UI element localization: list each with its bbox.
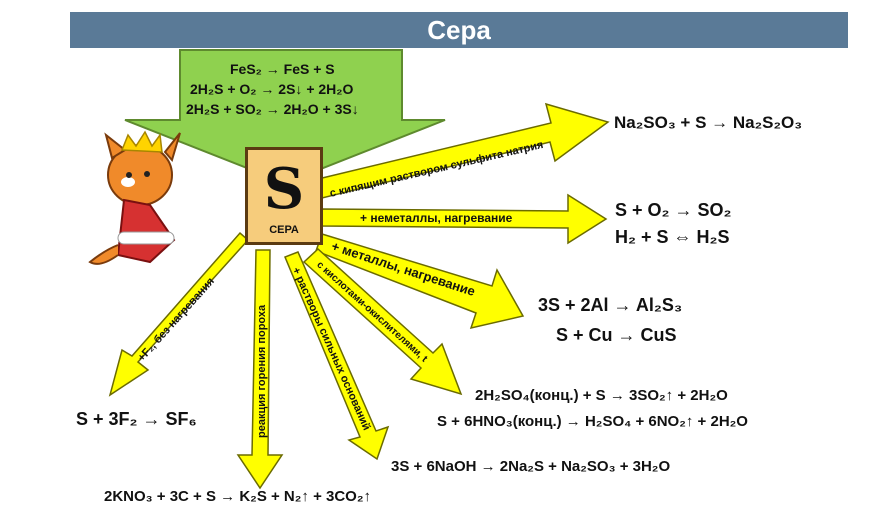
arrow-acids [302,247,463,396]
top-equation-2: 2H₂S + O₂ → 2S↓ + 2H₂O [190,81,354,97]
label-powder: реакция горения пороха [256,304,268,438]
sulfur-element-card: S СЕРА [245,147,323,245]
equation-nonmetal-1: S + O₂ → SO₂ [615,200,732,220]
arrow-nonmetals [321,193,608,245]
equation-base: 3S + 6NaOH → 2Na₂S + Na₂SO₃ + 3H₂O [391,458,671,475]
equation-acid-2: S + 6HNO₃(конц.) → H₂SO₄ + 6NO₂↑ + 2H₂O [437,413,748,430]
equation-metal-1: 3S + 2Al → Al₂S₃ [538,295,683,315]
top-equation-1: FeS₂ → FeS + S [230,61,335,77]
top-arrow [124,49,446,185]
equation-acid-1: 2H₂SO₄(конц.) + S → 3SO₂↑ + 2H₂O [475,387,728,404]
arrow-powder [236,249,284,490]
equation-nonmetal-2: H₂ + S ⇔ H₂S [615,227,730,247]
page-title: Сера [427,14,491,45]
arrow-fluorine [108,231,250,397]
arrow-metals [315,233,525,330]
top-equation-3: 2H₂S + SO₂ → 2H₂O + 3S↓ [186,101,359,117]
fox-mascot-image [88,130,181,265]
equation-powder: 2KNO₃ + 3C + S → K₂S + N₂↑ + 3CO₂↑ [104,488,372,505]
equation-metal-2: S + Cu → CuS [556,325,677,345]
label-nonmetals: + неметаллы, нагревание [360,211,513,225]
element-symbol: S [263,156,305,222]
title-bar: Сера [70,12,848,48]
equation-sulfite: Na₂SO₃ + S → Na₂S₂O₃ [614,113,803,132]
element-name: СЕРА [269,224,299,236]
arrow-bases [284,251,390,461]
arrow-sulfite [317,102,610,199]
equation-fluorine: S + 3F₂ → SF₆ [76,409,197,429]
